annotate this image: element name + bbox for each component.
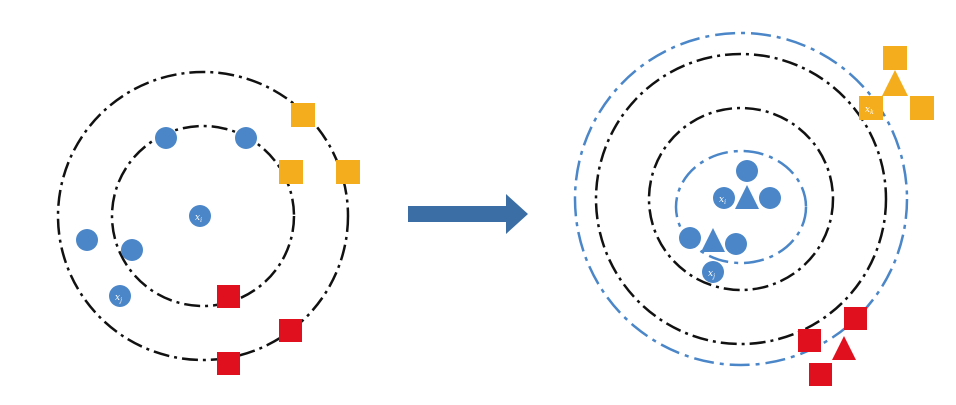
right-orange-square bbox=[910, 96, 934, 120]
right-red-square bbox=[844, 307, 867, 330]
right-arrow-icon bbox=[408, 194, 528, 234]
left-blue-point bbox=[235, 127, 257, 149]
right-blue-point bbox=[679, 227, 701, 249]
svg-text:xj: xj bbox=[708, 269, 715, 280]
right-blue-point bbox=[736, 160, 758, 182]
right-orange-square bbox=[883, 46, 907, 70]
right-blue-triangle bbox=[701, 228, 725, 252]
left-inner-ring bbox=[110, 124, 296, 308]
svg-text:xk: xk bbox=[865, 105, 874, 116]
right-neighbor-point: xj bbox=[702, 261, 724, 283]
left-outer-ring bbox=[56, 70, 350, 362]
right-inner-black-ring bbox=[647, 106, 835, 292]
right-panel: xi xj xk bbox=[573, 31, 934, 386]
svg-text:xi: xi bbox=[195, 213, 202, 224]
svg-text:xj: xj bbox=[115, 293, 122, 304]
right-blue-triangle bbox=[735, 185, 759, 209]
right-red-square bbox=[798, 329, 821, 352]
right-outer-blue-ring bbox=[573, 31, 909, 367]
right-inner-blue-ring bbox=[674, 149, 808, 265]
left-red-square bbox=[279, 319, 302, 342]
left-neighbor-point: xj bbox=[109, 285, 131, 307]
svg-text:xi: xi bbox=[719, 195, 726, 206]
left-blue-point bbox=[155, 127, 177, 149]
right-red-square bbox=[809, 363, 832, 386]
left-red-square bbox=[217, 352, 240, 375]
right-center-point: xi bbox=[713, 187, 735, 209]
left-orange-square bbox=[279, 160, 303, 184]
right-outer-black-ring bbox=[594, 52, 888, 346]
right-orange-labeled-square: xk bbox=[859, 96, 883, 120]
left-panel: xi xj bbox=[56, 70, 360, 375]
left-blue-point bbox=[76, 229, 98, 251]
left-center-point: xi bbox=[189, 205, 211, 227]
left-orange-square bbox=[291, 103, 315, 127]
left-orange-square bbox=[336, 160, 360, 184]
right-orange-triangle bbox=[882, 70, 908, 96]
left-blue-point bbox=[121, 239, 143, 261]
right-blue-point bbox=[759, 187, 781, 209]
right-red-triangle bbox=[832, 336, 856, 360]
left-red-square bbox=[217, 285, 240, 308]
right-blue-point bbox=[725, 233, 747, 255]
